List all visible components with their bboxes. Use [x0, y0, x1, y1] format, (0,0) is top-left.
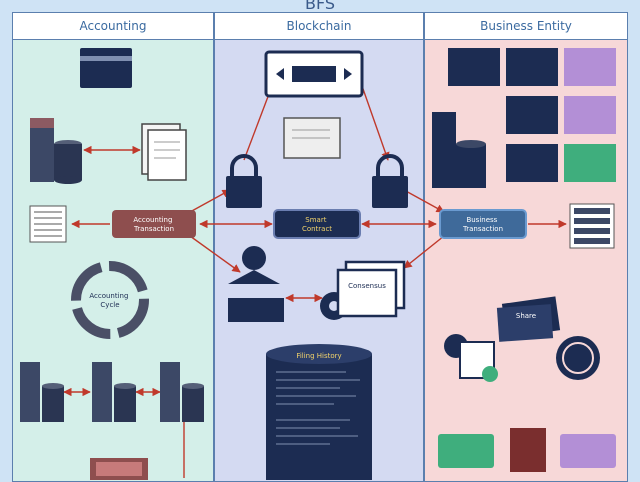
entity-server-icon: [432, 112, 486, 188]
entity-cards: [448, 48, 616, 182]
arrow-top-to-lock-right: [361, 85, 390, 161]
business-transaction-box: Business Transaction: [439, 209, 527, 239]
top-node-icon: [264, 50, 364, 98]
network-node-gear-icon: [228, 246, 284, 322]
consensus-label: Consensus: [348, 282, 386, 290]
accounting-column-header: Accounting: [13, 13, 213, 40]
filing-history-database: Filing History: [266, 344, 372, 480]
accounting-cycle-icon: Accounting Cycle: [71, 261, 149, 339]
smart-contract-box: Smart Contract: [273, 209, 361, 239]
bottom-card-icon: [90, 458, 148, 480]
svg-text:Smart Contract: Smart Contract: [302, 216, 332, 233]
coin-icon: [556, 336, 600, 380]
business-transaction-label-1: Business: [466, 216, 497, 224]
accounting-cycle-label-1: Accounting: [89, 292, 128, 300]
connection-arrows: [63, 85, 567, 478]
svg-text:Accounting Cycle: Accounting Cycle: [89, 292, 130, 309]
documents-icon: [141, 123, 187, 181]
lock-icon-right: [372, 154, 408, 208]
blockchain-column-header: Blockchain: [215, 13, 423, 40]
share-stack-icon: Share: [496, 296, 561, 342]
server-row-icons: [20, 362, 204, 422]
lock-icon-left: [226, 154, 262, 208]
bottom-entity-cards: [438, 428, 616, 472]
card-icon: [80, 48, 132, 88]
svg-text:Business Transaction: Business Transaction: [462, 216, 503, 233]
small-document-icon: [283, 117, 341, 159]
diagram-title: BFS: [304, 0, 336, 13]
smart-contract-label-1: Smart: [305, 216, 326, 224]
accounting-transaction-label-1: Accounting: [133, 216, 172, 224]
smart-contract-label-2: Contract: [302, 225, 332, 233]
ledger-list-icon-right: [569, 203, 615, 249]
business-transaction-label-2: Transaction: [462, 225, 503, 233]
accounting-transaction-box: Accounting Transaction: [112, 210, 196, 238]
arrow-bt-to-consensus: [403, 235, 445, 269]
ledger-list-icon-left: [29, 205, 67, 243]
svg-text:Accounting Transaction: Accounting Transaction: [133, 216, 175, 233]
gear-document-icon: [444, 334, 498, 382]
filing-history-label: Filing History: [296, 352, 341, 360]
arrow-acc-to-lock-left: [189, 189, 231, 213]
arrow-lock-right-to-bt: [403, 189, 445, 213]
accounting-transaction-label-2: Transaction: [133, 225, 174, 233]
share-label: Share: [516, 312, 536, 320]
arrow-lock-left-to-top: [243, 85, 274, 161]
accounting-cycle-label-2: Cycle: [100, 301, 119, 309]
server-database-icon: [30, 118, 82, 184]
consensus-stack-icon: Consensus: [336, 260, 406, 318]
business-entity-column-header: Business Entity: [425, 13, 627, 40]
arrow-acc-to-node: [189, 235, 241, 273]
